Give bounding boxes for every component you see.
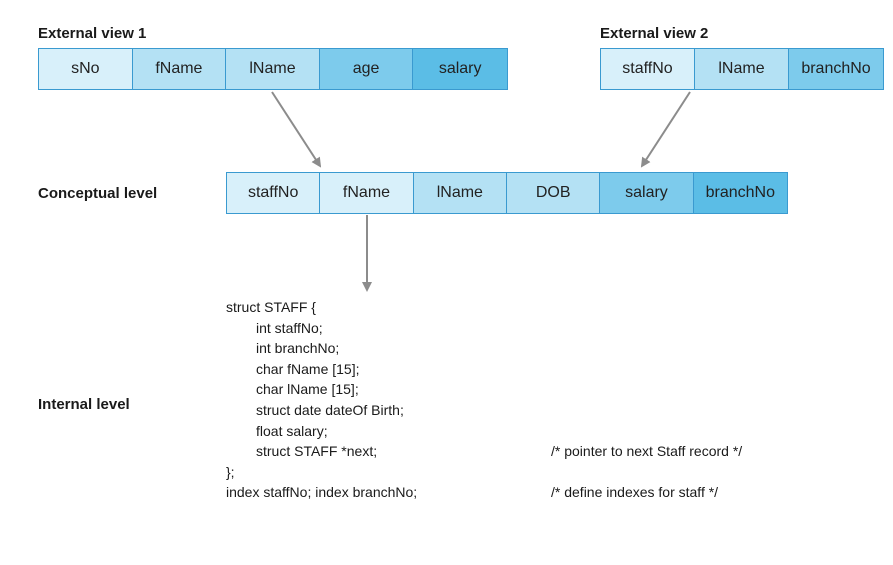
field-cell: salary xyxy=(413,49,507,89)
field-cell: lName xyxy=(695,49,789,89)
field-cell: staffNo xyxy=(601,49,695,89)
code-line: int staffNo; xyxy=(256,319,323,336)
arrow-external-2-to-conceptual xyxy=(640,91,691,168)
field-cell: DOB xyxy=(506,173,601,213)
code-line: struct STAFF { xyxy=(226,299,316,315)
field-cell: staffNo xyxy=(227,173,321,213)
external-view-1-title: External view 1 xyxy=(38,25,147,42)
internal-level-title: Internal level xyxy=(38,396,130,413)
field-cell: fName xyxy=(320,173,414,213)
code-line: int branchNo; xyxy=(256,340,340,357)
field-cell: salary xyxy=(600,173,694,213)
code-comment: /* pointer to next Staff record */ xyxy=(551,443,743,460)
field-cell: sNo xyxy=(39,49,133,89)
code-line: struct STAFF *next; /* pointer to next S… xyxy=(226,441,742,462)
external-view-1-record: sNo fName lName age salary xyxy=(38,48,508,90)
code-line: struct date dateOf Birth; xyxy=(256,401,404,418)
code-line: char lName [15]; xyxy=(256,381,359,398)
arrow-external-1-to-conceptual xyxy=(271,91,322,168)
code-line: }; xyxy=(226,463,235,480)
code-line: char fName [15]; xyxy=(256,360,360,377)
field-cell: age xyxy=(319,49,414,89)
external-view-2-title: External view 2 xyxy=(600,25,709,42)
internal-level-code: struct STAFF { int staffNo; int branchNo… xyxy=(226,297,742,503)
code-line: float salary; xyxy=(256,422,328,439)
field-cell: branchNo xyxy=(789,49,883,89)
conceptual-level-record: staffNo fName lName DOB salary branchNo xyxy=(226,172,788,214)
field-cell: lName xyxy=(226,49,320,89)
field-cell: lName xyxy=(413,173,507,213)
code-comment: /* define indexes for staff */ xyxy=(551,484,719,501)
field-cell: branchNo xyxy=(693,173,787,213)
code-line: index staffNo; index branchNo; /* define… xyxy=(226,482,718,503)
conceptual-level-title: Conceptual level xyxy=(38,185,158,202)
external-view-2-record: staffNo lName branchNo xyxy=(600,48,884,90)
field-cell: fName xyxy=(132,49,227,89)
